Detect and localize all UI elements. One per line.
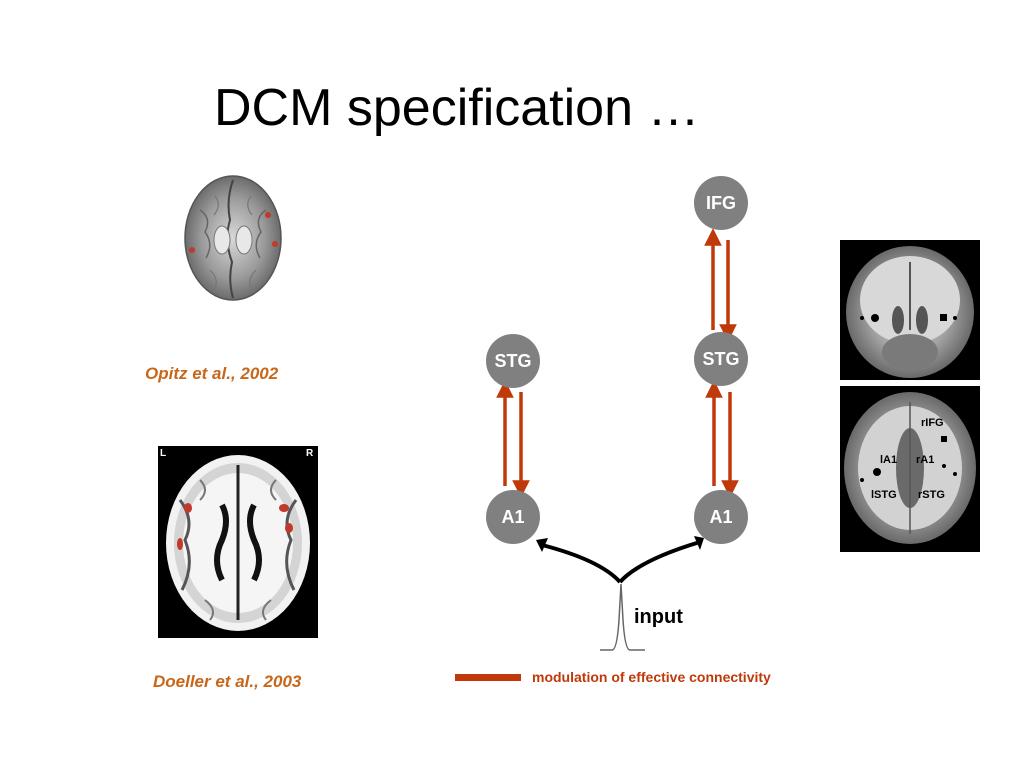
input-label: input <box>634 606 683 628</box>
legend-swatch <box>455 674 521 681</box>
legend-text: modulation of effective connectivity <box>532 669 771 685</box>
node-right-a1: A1 <box>694 490 748 544</box>
left-hemisphere-marker: L <box>160 448 167 459</box>
right-hemisphere-marker: R <box>306 448 314 459</box>
rifg-label: rIFG <box>921 417 944 429</box>
citation-doeller: Doeller et al., 2003 <box>153 672 302 691</box>
lstg-label: lSTG <box>871 489 897 501</box>
node-right-stg: STG <box>694 332 748 386</box>
node-left-a1: A1 <box>486 490 540 544</box>
rstg-label: rSTG <box>918 489 945 501</box>
node-right-ifg: IFG <box>694 176 748 230</box>
ra1-label: rA1 <box>916 454 935 466</box>
slide-title: DCM specification … <box>214 79 700 137</box>
node-left-stg: STG <box>486 334 540 388</box>
la1-label: lA1 <box>880 454 898 466</box>
citation-opitz: Opitz et al., 2002 <box>145 364 279 383</box>
